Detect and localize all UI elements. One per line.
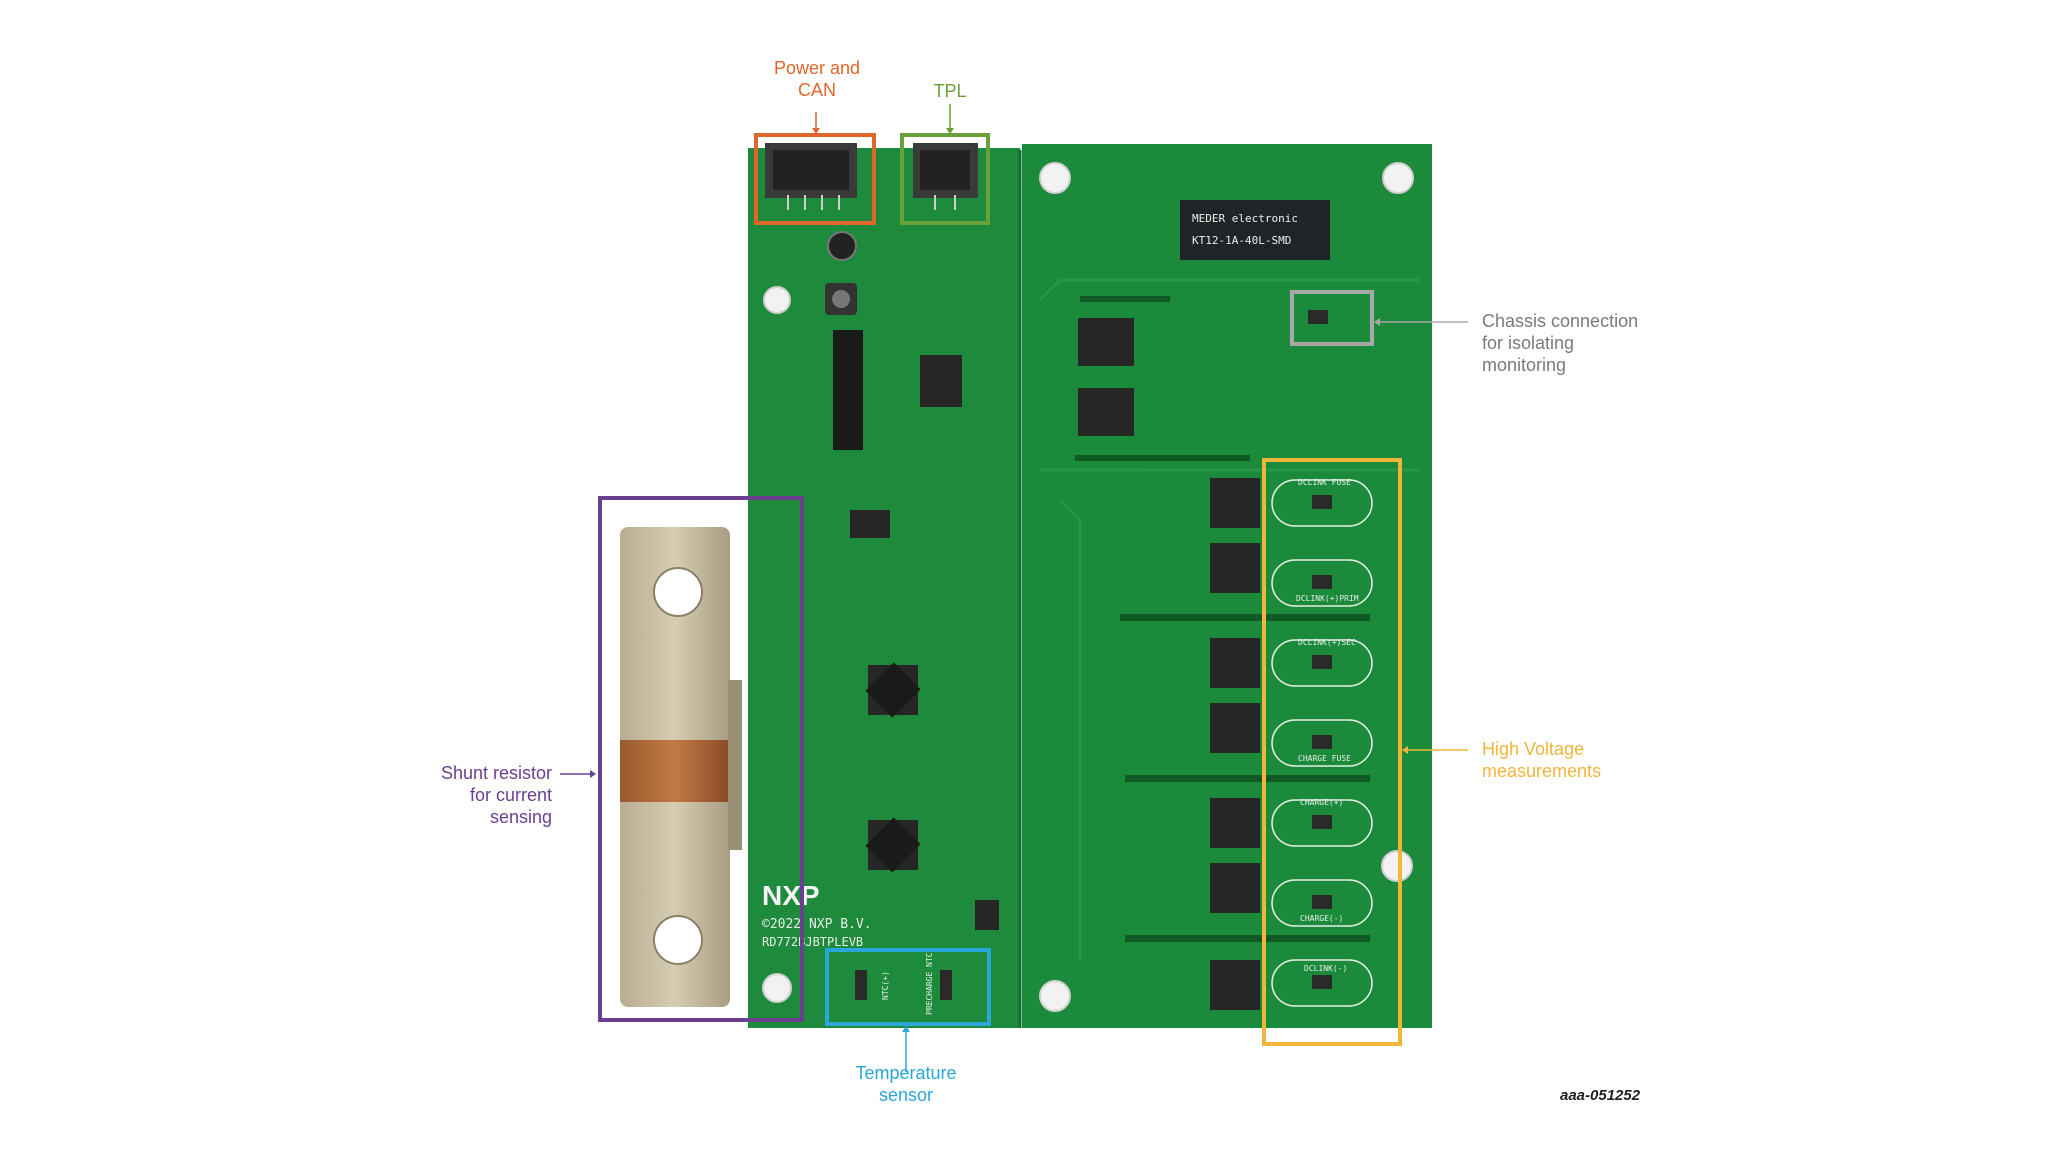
left-pcb (748, 148, 1020, 1028)
pcb-copyright: ©2022 NXP B.V. (762, 917, 872, 932)
relay-part: KT12-1A-40L-SMD (1192, 234, 1291, 247)
pcb-brand: NXP (762, 880, 820, 911)
temperature-label: Temperature sensor (840, 1062, 972, 1106)
relay-label: MEDER electronic (1192, 212, 1298, 225)
shunt-label-line: for current (469, 785, 552, 805)
hv-pad-label: CHARGE FUSE (1298, 754, 1351, 763)
temp-label: PRECHARGE NTC (925, 952, 934, 1015)
chassis-label: Chassis connection for isolating monitor… (1482, 310, 1638, 376)
tpl-connector (913, 143, 978, 210)
high-voltage-label-line: measurements (1482, 761, 1602, 781)
hv-pad-label: DCLINK(-) (1304, 964, 1347, 973)
hv-pad-label: CHARGE(+) (1300, 798, 1343, 807)
power-can-label-line: CAN (797, 80, 836, 100)
high-voltage-box (1262, 458, 1402, 1046)
chassis-label-line: monitoring (1482, 355, 1567, 375)
tpl-label-line: TPL (933, 81, 967, 101)
relay (1180, 200, 1330, 260)
chassis-label-line: for isolating (1482, 333, 1575, 353)
power-can-box (754, 133, 876, 225)
hv-pad-label: DCLINK(+)PRIM (1296, 594, 1359, 603)
tpl-box (900, 133, 990, 225)
power-can-label-line: Power and (773, 58, 861, 78)
temperature-label-line: sensor (878, 1085, 934, 1105)
shunt-box (598, 496, 804, 1022)
temp-label: NTC(+) (881, 971, 890, 1000)
shunt-label-line: Shunt resistor (440, 763, 552, 783)
temperature-label-line: Temperature (855, 1063, 957, 1083)
shunt-resistor (620, 527, 742, 1007)
shunt-label-line: sensing (489, 807, 552, 827)
temperature-box (825, 948, 991, 1026)
high-voltage-label-line: High Voltage (1482, 739, 1585, 759)
high-voltage-label: High Voltage measurements (1482, 738, 1601, 782)
chassis-label-line: Chassis connection (1482, 311, 1639, 331)
hv-pad-label: CHARGE(-) (1300, 914, 1343, 923)
pcb-part-number: RD772BJBTPLEVB (762, 935, 863, 949)
shunt-label: Shunt resistor for current sensing (400, 762, 552, 828)
chassis-box (1290, 290, 1374, 346)
tpl-label: TPL (910, 80, 990, 102)
figure-id: aaa-051252 (1560, 1087, 1641, 1104)
hv-pad-label: DCLINK FUSE (1298, 478, 1351, 487)
power-can-label: Power and CAN (756, 57, 878, 101)
power-can-connector (765, 143, 857, 210)
hv-pad-label: DCLINK(+)SEC (1298, 638, 1356, 647)
